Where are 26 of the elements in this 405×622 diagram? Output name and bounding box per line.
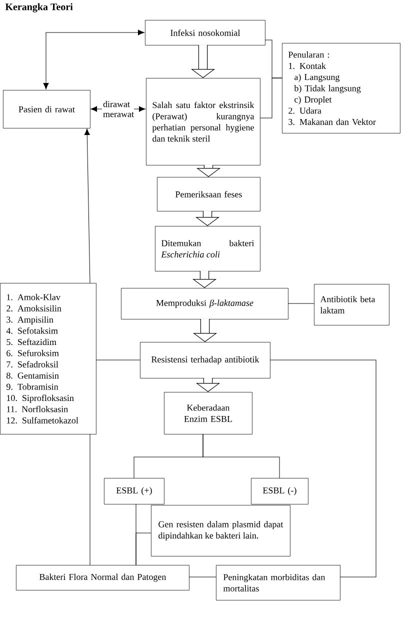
process-box: Pemeriksaan feses — [157, 177, 260, 212]
process-box: Resistensi terhadap antibiotik — [140, 342, 270, 378]
connector-line — [260, 78, 282, 118]
process-box: Salah satu faktor ekstrinsik (Perawat) kurangnya perhatian personal hygiene dan teknik steril — [146, 78, 260, 166]
process-box: ESBL (+) — [104, 478, 164, 504]
arrow — [84, 128, 90, 284]
note-box: Antibiotik beta laktam — [314, 284, 390, 326]
note-box: Penularan : 1. Kontak a) Langsung b) Tidak langsung c) Droplet 2. Udara 3. Makanan dan Vektor — [282, 43, 400, 134]
list-box: 1. Amok-Klav 2. Amoksisilin 3. Ampisilin 4. Sefotaksim 5. Seftazidim 6. Sefuroksim 7. Sefadroksil 8. Gentamisin 9. Tobramisin 10. Siprofloksasin 11. Norfloksasin 12. Sulfametokazol — [0, 283, 96, 434]
connector-line — [136, 532, 152, 566]
process-box: ESBL (-) — [251, 478, 308, 504]
process-box: Pasien di rawat — [3, 90, 90, 128]
process-box: Ditemukan bakteri Escherichia coli — [155, 226, 260, 272]
edge-label: dirawat merawat — [102, 100, 134, 118]
process-box: Infeksi nosokomial — [145, 20, 266, 46]
connector-line — [188, 576, 216, 578]
process-box: Bakteri Flora Normal dan Patogen — [16, 565, 190, 590]
process-box: Keberadaan Enzim ESBL — [164, 392, 252, 434]
connector-line — [270, 360, 376, 578]
heading: Kerangka Teori — [5, 3, 73, 12]
connector-line — [202, 434, 280, 478]
connector-line — [288, 303, 314, 304]
process-box: Memproduksi β-laktamase — [121, 288, 288, 320]
arrow — [43, 30, 144, 90]
note-box: Gen resisten dalam plasmid dapat dipindahkan ke bakteri lain. — [151, 505, 290, 556]
process-box: Peningkatan morbiditas dan mortalitas — [216, 565, 340, 600]
